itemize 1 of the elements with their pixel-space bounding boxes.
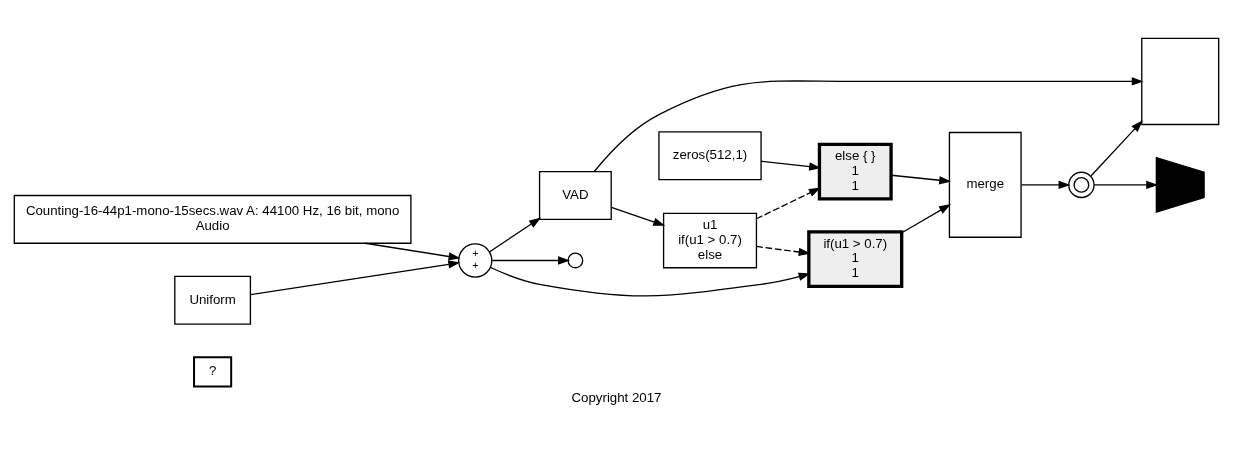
label: Copyright 2017	[571, 390, 662, 406]
